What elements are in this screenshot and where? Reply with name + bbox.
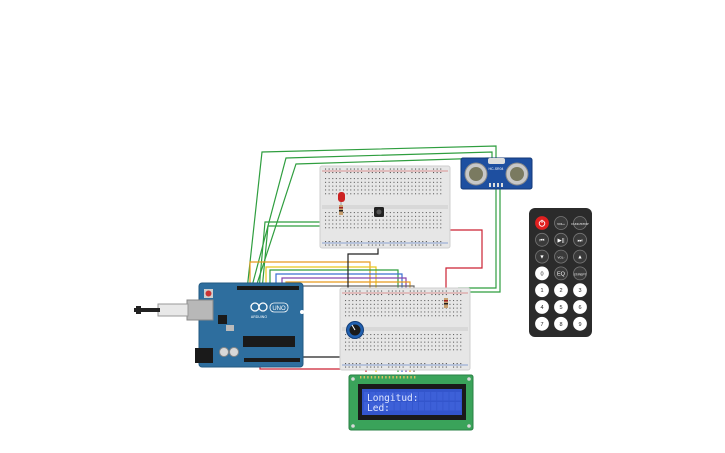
remote-key-0-0[interactable]: [535, 216, 549, 230]
arduino-uno[interactable]: UNO ARDUINO: [134, 282, 304, 368]
remote-key-0-1[interactable]: VOL+: [554, 216, 568, 230]
wire-green-sensor-gnd2[interactable]: [458, 188, 497, 289]
remote-key-4-1[interactable]: 2: [554, 283, 568, 298]
svg-text:1: 1: [540, 288, 543, 294]
ultrasonic-sensor[interactable]: HC-SR04: [460, 157, 533, 190]
remote-key-4-2[interactable]: 3: [573, 283, 587, 298]
svg-text:▼: ▼: [539, 255, 544, 261]
breadboard-main-holes: [345, 290, 462, 368]
lcd-display[interactable]: Longitud: Led:: [348, 374, 474, 431]
remote-key-1-0[interactable]: ⏮: [535, 232, 549, 247]
remote-key-5-0[interactable]: 4: [535, 300, 549, 314]
svg-text:2: 2: [559, 288, 562, 294]
remote-key-1-2[interactable]: ⏭: [573, 232, 587, 247]
svg-text:3: 3: [578, 288, 581, 294]
svg-text:0: 0: [540, 271, 543, 277]
svg-text:ST/REPT: ST/REPT: [574, 272, 587, 276]
remote-key-3-2[interactable]: ST/REPT: [573, 266, 587, 281]
breadboard-main[interactable]: [339, 287, 471, 371]
remote-key-6-1[interactable]: 8: [554, 316, 568, 331]
breadboard-small[interactable]: [319, 165, 451, 249]
svg-text:⏭: ⏭: [578, 238, 583, 244]
arduino-brand-text: ARDUINO: [251, 315, 267, 319]
ir-remote[interactable]: VOL+ FUNC/STOP ⏮ ▶|| ⏭ ▼ VOL- ▲ 0 EQ ST/REPT 1 2 3 4 5 6…: [529, 208, 592, 337]
svg-text:VOL-: VOL-: [557, 256, 564, 260]
potentiometer[interactable]: [346, 321, 364, 339]
ultrasonic-model-label: HC-SR04: [489, 167, 504, 171]
lcd-header-pins: [360, 376, 416, 379]
svg-text:EQ: EQ: [557, 271, 566, 277]
resistor-small[interactable]: [339, 205, 343, 215]
svg-text:4: 4: [540, 305, 543, 311]
svg-text:FUNC/STOP: FUNC/STOP: [571, 222, 588, 226]
remote-key-6-0[interactable]: 7: [535, 316, 549, 331]
remote-key-3-0[interactable]: 0: [535, 266, 549, 281]
lcd-cell-grid: [364, 392, 461, 411]
svg-text:▶||: ▶||: [557, 238, 564, 244]
remote-key-3-1[interactable]: EQ: [554, 266, 568, 281]
arduino-logo-text: UNO: [272, 306, 286, 312]
remote-key-4-0[interactable]: 1: [535, 283, 549, 298]
ir-receiver[interactable]: [374, 207, 384, 217]
lcd-line-2: Led:: [367, 403, 390, 414]
remote-key-1-1[interactable]: ▶||: [554, 232, 568, 247]
svg-text:▲: ▲: [577, 255, 582, 261]
remote-key-5-2[interactable]: 6: [573, 300, 587, 314]
svg-text:9: 9: [578, 322, 581, 328]
remote-key-2-2[interactable]: ▲: [573, 249, 587, 264]
svg-text:6: 6: [578, 305, 581, 311]
remote-key-2-1[interactable]: VOL-: [554, 249, 568, 264]
remote-key-2-0[interactable]: ▼: [535, 249, 549, 264]
svg-text:⏮: ⏮: [540, 238, 545, 244]
wire-green-sensor-vcc[interactable]: [246, 145, 497, 291]
remote-key-5-1[interactable]: 5: [554, 300, 568, 314]
resistor-main[interactable]: [444, 298, 448, 308]
svg-text:8: 8: [559, 322, 562, 328]
remote-keypad: VOL+ FUNC/STOP ⏮ ▶|| ⏭ ▼ VOL- ▲ 0 EQ ST/REPT 1 2 3 4 5 6…: [535, 216, 589, 331]
svg-text:5: 5: [559, 305, 562, 311]
svg-text:VOL+: VOL+: [557, 222, 565, 226]
wire-orange-1[interactable]: [249, 261, 371, 308]
svg-text:7: 7: [540, 322, 543, 328]
remote-key-0-2[interactable]: FUNC/STOP: [571, 216, 589, 230]
wire-green-sensor-trig[interactable]: [250, 151, 493, 291]
remote-key-6-2[interactable]: 9: [573, 316, 587, 331]
lcd-line-1: Longitud:: [367, 393, 418, 404]
wire-green-sensor-gnd[interactable]: [462, 188, 501, 293]
